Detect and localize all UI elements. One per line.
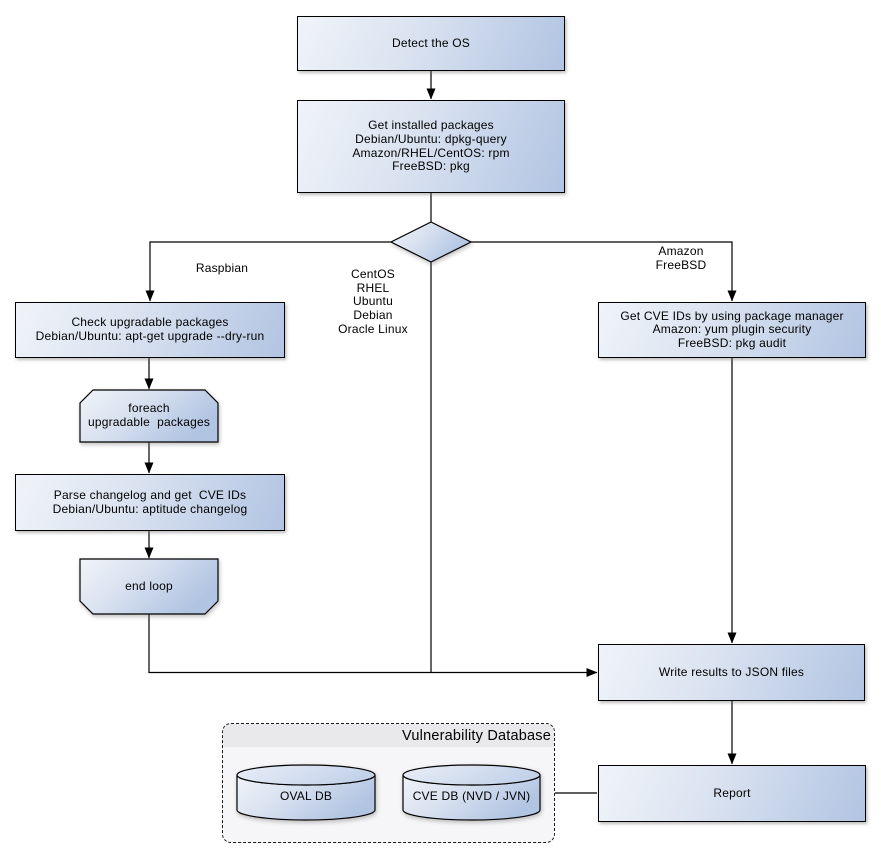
node-detect-os-label: Detect the OS xyxy=(392,35,470,50)
vulnerability-database-header: Vulnerability Database xyxy=(223,724,554,747)
oval-db-cylinder-top xyxy=(236,764,376,786)
node-check-upgradable-packages: Check upgradable packages Debian/Ubuntu:… xyxy=(15,302,285,358)
node-parse-changelog: Parse changelog and get CVE IDs Debian/U… xyxy=(15,474,285,531)
node-get-cve-ids-label: Get CVE IDs by using package manager Ama… xyxy=(620,308,844,350)
cve-db-label: CVE DB (NVD / JVN) xyxy=(412,789,531,804)
vulnerability-database-title: Vulnerability Database xyxy=(402,727,551,744)
node-get-installed-packages-label: Get installed packages Debian/Ubuntu: dp… xyxy=(352,118,510,174)
node-write-results: Write results to JSON files xyxy=(598,644,865,701)
connector-endloop-to-write-results xyxy=(148,614,598,677)
node-detect-os: Detect the OS xyxy=(297,16,565,71)
end-loop-label: end loop xyxy=(125,578,173,593)
cve-db-cylinder xyxy=(402,764,541,821)
node-write-results-label: Write results to JSON files xyxy=(658,664,805,679)
connector-decision-to-check-upgradable xyxy=(145,241,391,302)
end-loop-shape xyxy=(79,558,219,615)
node-check-upgradable-packages-label: Check upgradable packages Debian/Ubuntu:… xyxy=(35,315,265,343)
node-get-cve-ids: Get CVE IDs by using package manager Ama… xyxy=(598,302,866,358)
edge-label-raspbian: Raspbian xyxy=(195,261,249,275)
node-report: Report xyxy=(598,765,866,822)
node-get-installed-packages: Get installed packages Debian/Ubuntu: dp… xyxy=(297,100,565,193)
connector-decision-to-get-cve xyxy=(471,241,737,302)
oval-db-label: OVAL DB xyxy=(279,789,333,804)
edge-label-amazon-freebsd: Amazon FreeBSD xyxy=(655,244,707,272)
os-decision-diamond xyxy=(389,221,473,263)
foreach-loop-shape xyxy=(79,389,219,443)
oval-db-cylinder xyxy=(236,764,376,821)
edge-label-middle-os-list: CentOS RHEL Ubuntu Debian Oracle Linux xyxy=(338,267,408,336)
node-parse-changelog-label: Parse changelog and get CVE IDs Debian/U… xyxy=(52,487,248,516)
node-report-label: Report xyxy=(713,785,751,800)
foreach-loop-label: foreach upgradable packages xyxy=(87,401,211,429)
cve-db-cylinder-top xyxy=(402,764,541,786)
